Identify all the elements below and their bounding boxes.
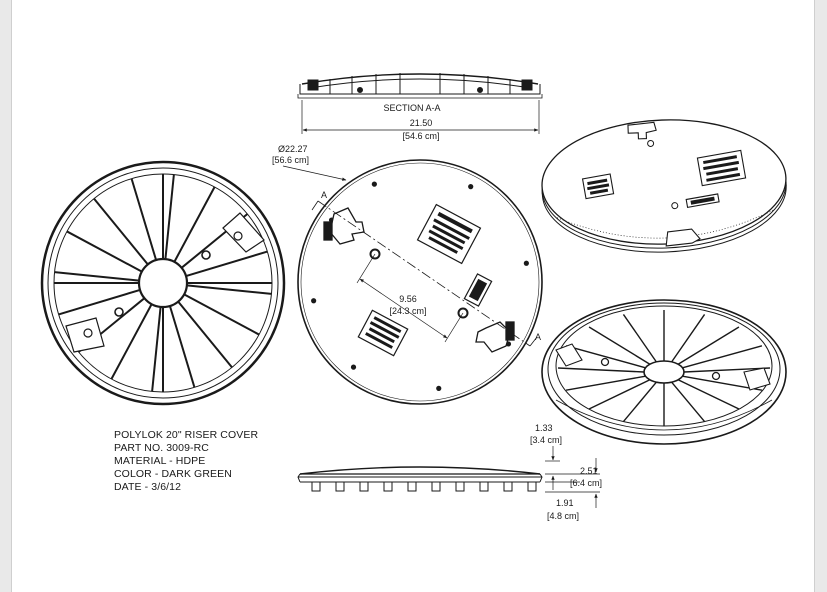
rib-line (682, 375, 763, 391)
serial-plate-icon (685, 193, 720, 209)
section-marker-a: A (321, 190, 327, 200)
title-line-product: POLYLOK 20" RISER COVER (114, 429, 259, 441)
underside-plan-view (40, 160, 286, 406)
rib-line (66, 230, 143, 273)
hole-icon (436, 385, 442, 391)
rib-line (683, 367, 771, 373)
rib-foot (527, 482, 537, 492)
rib-foot (455, 482, 465, 492)
rib-line (54, 271, 140, 282)
total-height-value: 2.51 (580, 466, 598, 476)
diameter-leader (282, 165, 347, 181)
rib-line (565, 375, 646, 391)
top-plan-view (282, 159, 543, 405)
diameter-metric: [56.6 cm] (272, 155, 309, 165)
section-marker-a: A (535, 332, 541, 342)
rib-line (671, 314, 706, 363)
rib-line (622, 381, 657, 423)
hole-icon (371, 181, 377, 187)
side-elevation-view (297, 466, 543, 492)
rib-foot (479, 482, 489, 492)
total-height-metric: [6.4 cm] (570, 478, 602, 488)
warning-label-icon (581, 173, 615, 200)
title-line-date: DATE - 3/6/12 (114, 481, 182, 493)
section-cut-line (317, 200, 531, 347)
serial-plate-icon (463, 273, 493, 307)
lift-handle-icon (323, 207, 365, 245)
rib-line (130, 178, 158, 261)
bolt-icon (369, 248, 381, 260)
rib-line (177, 300, 233, 369)
bolt-spacing-dimension (356, 253, 464, 343)
rib-foot (311, 482, 321, 492)
rib-line (151, 306, 162, 392)
rib-line (677, 379, 740, 410)
title-block: POLYLOK 20" RISER COVER PART NO. 3009-RC… (114, 429, 258, 494)
warning-label-icon (416, 203, 482, 265)
bolt-spacing-metric: [24.3 cm] (389, 306, 426, 316)
rib-foot (407, 482, 417, 492)
rib-line (557, 367, 645, 373)
rib-line (93, 197, 149, 266)
rib-line (671, 381, 706, 423)
rib-line (682, 345, 763, 369)
lip-height-value: 1.33 (535, 423, 553, 433)
hole-icon (311, 298, 317, 304)
rib-line (622, 314, 657, 363)
rib-height-metric: [4.8 cm] (547, 511, 579, 521)
height-dimensions (545, 446, 600, 508)
rib-foot (359, 482, 369, 492)
section-view (297, 73, 543, 99)
sheet-left-edge (11, 0, 12, 592)
hole-icon (523, 260, 529, 266)
rib-line (677, 326, 740, 365)
bolt-icon (457, 307, 469, 319)
warning-label-icon (357, 309, 409, 357)
title-line-part-number: PART NO. 3009-RC (114, 442, 209, 454)
hole-icon (468, 184, 474, 190)
title-line-color: COLOR - DARK GREEN (114, 468, 232, 480)
rib-line (185, 250, 268, 278)
bolt-spacing-value: 9.56 (399, 294, 417, 304)
rib-foot (431, 482, 441, 492)
overall-width-metric: [54.6 cm] (402, 131, 439, 141)
rib-line (588, 326, 651, 365)
rib-foot (335, 482, 345, 492)
rib-line (58, 288, 141, 316)
section-label: SECTION A-A (383, 103, 440, 113)
rib-line (173, 186, 216, 263)
rib-height-value: 1.91 (556, 498, 574, 508)
rib-line (164, 174, 175, 260)
warning-label-icon (696, 149, 747, 187)
rib-line (183, 293, 260, 336)
overall-width-dimension (301, 100, 540, 134)
rib-foot (383, 482, 393, 492)
rib-line (186, 284, 272, 295)
overall-width-value: 21.50 (410, 118, 433, 128)
rib-line (565, 345, 646, 369)
isometric-top-view (541, 119, 787, 253)
rib-foot (503, 482, 513, 492)
title-line-material: MATERIAL - HDPE (114, 455, 206, 467)
sheet-right-edge (814, 0, 815, 592)
rib-line (588, 379, 651, 410)
rib-line (110, 303, 153, 380)
hole-icon (350, 364, 357, 370)
diameter-value: Ø22.27 (278, 144, 308, 154)
isometric-underside-view (541, 299, 787, 445)
rib-line (168, 305, 196, 388)
lift-handle-icon (475, 321, 515, 353)
lip-height-metric: [3.4 cm] (530, 435, 562, 445)
